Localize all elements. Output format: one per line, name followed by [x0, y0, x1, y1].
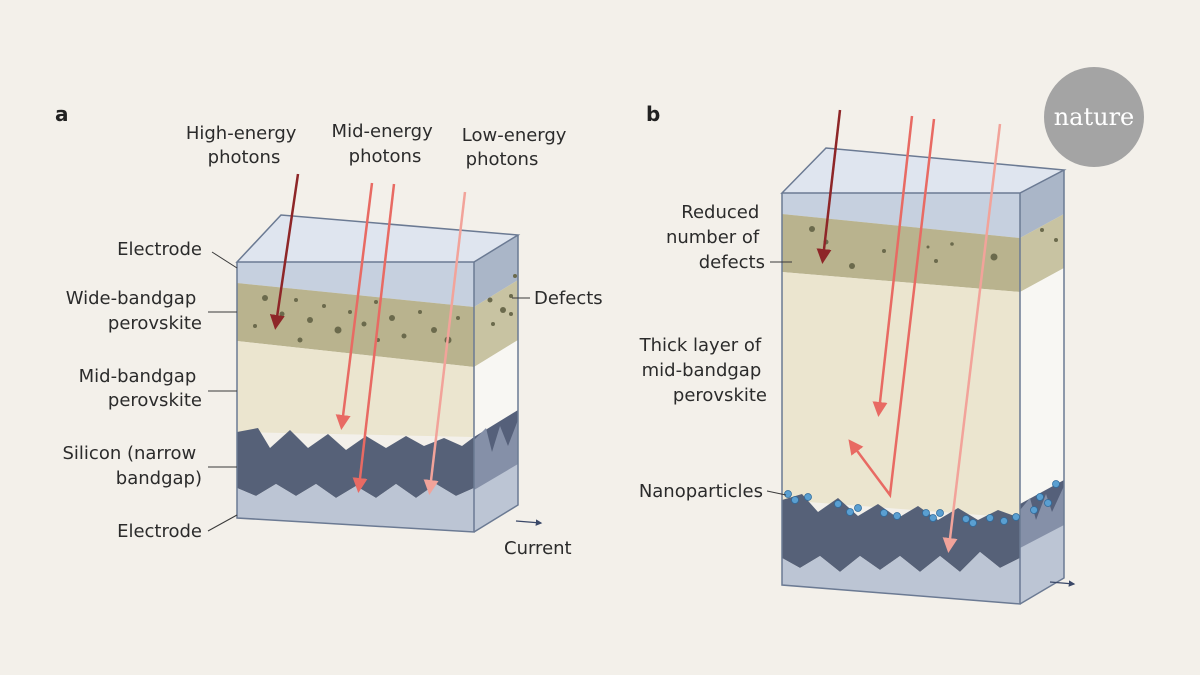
photon-arrows-a	[269, 173, 467, 495]
panel-b-letter: b	[646, 102, 660, 126]
defects-label: Defects	[534, 288, 603, 309]
nature-logo-text: nature	[1054, 103, 1135, 131]
cell-b-outline	[780, 147, 1067, 605]
defects-a	[253, 274, 517, 344]
electrode-top-label-a: Electrode	[117, 239, 202, 260]
cell-b-top-face	[782, 148, 1064, 193]
silicon-layer-b	[782, 494, 1020, 572]
mid-energy-arrow-b-2-reflected	[848, 118, 936, 499]
cell-a-front-face	[237, 262, 474, 532]
cell-a-top-face	[237, 215, 518, 262]
panel-a-letter: a	[55, 102, 69, 126]
mid-energy-photons-label: Mid-energy photons	[332, 121, 439, 167]
mid-bandgap-label-a: Mid-bandgap perovskite	[79, 366, 202, 411]
low-energy-arrow-a	[423, 191, 467, 495]
reduced-defects-label: Reduced number of defects	[666, 202, 765, 273]
silicon-layer-a	[237, 428, 474, 498]
nature-logo: nature	[1044, 67, 1144, 167]
thick-layer-label: Thick layer of mid-bandgap perovskite	[639, 335, 767, 406]
electrode-bottom-leader-a	[207, 514, 238, 532]
current-label: Current	[504, 538, 572, 559]
nanoparticles-label: Nanoparticles	[639, 481, 763, 502]
electrode-bottom-label-a: Electrode	[117, 521, 202, 542]
cell-b-side-face	[1020, 170, 1064, 604]
current-arrow-b	[1049, 580, 1076, 587]
electrode-bottom-layer-a	[237, 484, 474, 532]
mid-energy-arrow-a-2	[352, 183, 396, 493]
mid-bandgap-layer-a	[237, 341, 474, 437]
electrode-bottom-layer-b	[782, 552, 1020, 604]
panel-b: b	[639, 102, 1076, 605]
current-arrow-a	[515, 519, 543, 526]
nanoparticles-leader	[766, 490, 787, 496]
cell-a-side-face	[474, 235, 518, 532]
mid-energy-arrow-a-1	[335, 182, 374, 430]
low-energy-arrow-b	[942, 123, 1002, 553]
low-energy-photons-label: Low-energy photons	[462, 125, 572, 170]
high-energy-arrow-b	[816, 109, 842, 264]
electrode-top-leader-a	[211, 251, 238, 269]
high-energy-photons-label: High-energy photons	[186, 123, 302, 168]
mid-energy-arrow-b-1	[872, 115, 914, 417]
wide-bandgap-layer-b	[782, 214, 1020, 292]
high-energy-arrow-a	[269, 173, 300, 330]
panel-a: a	[55, 102, 603, 559]
nature-logo-circle	[1044, 67, 1144, 167]
photon-arrows-b	[816, 109, 1002, 553]
electrode-top-layer-a	[237, 262, 474, 307]
cell-a-outline	[235, 214, 521, 533]
wide-bandgap-label: Wide-bandgap perovskite	[66, 288, 202, 334]
nanoparticles	[784, 480, 1060, 527]
silicon-label: Silicon (narrow bandgap)	[63, 443, 203, 489]
